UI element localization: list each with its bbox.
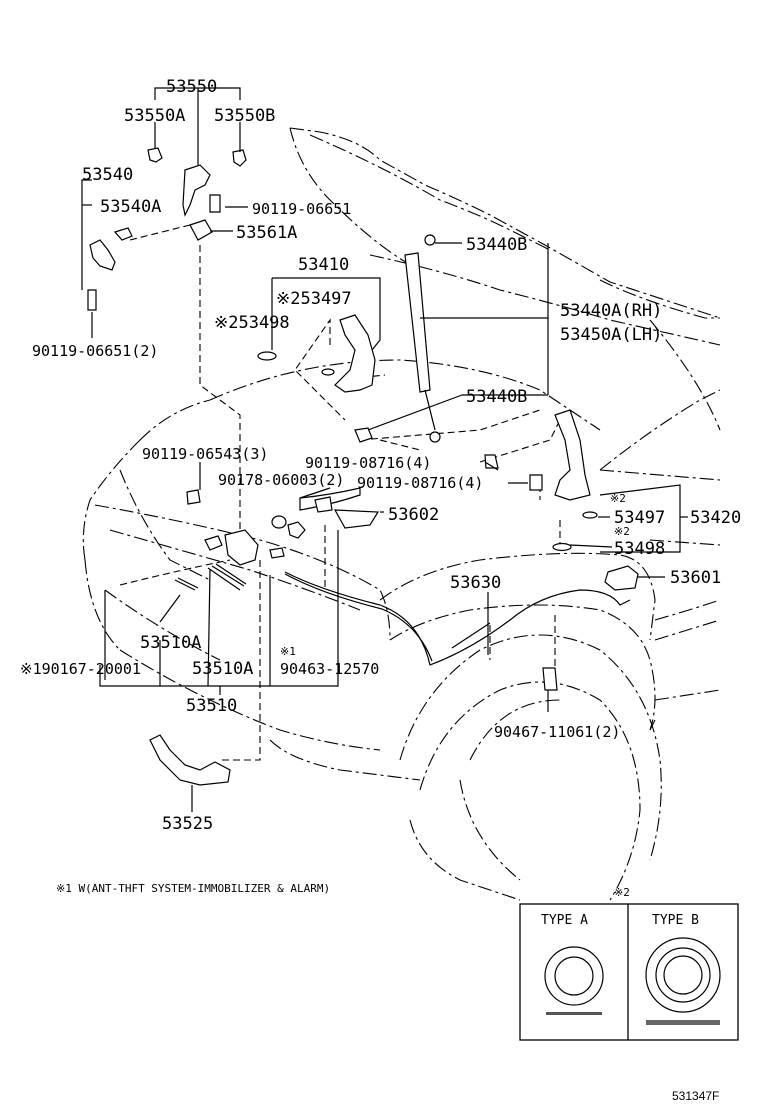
label-53498-a: ※253498 — [214, 313, 290, 333]
hood-lock-bracket — [182, 164, 211, 217]
washer-type-a-icon — [544, 946, 604, 1015]
figure-code: 531347F — [672, 1089, 719, 1103]
label-90119-06651-2: 90119-06651(2) — [32, 342, 158, 360]
gas-strut — [404, 252, 431, 393]
label-90463-12570: 90463-12570 — [280, 660, 379, 678]
label-53450a: 53450A(LH) — [560, 325, 662, 345]
type-legend: ※2 TYPE A TYPE B — [519, 886, 739, 1041]
release-cable — [284, 571, 631, 666]
label-53497-b-mark: ※2 — [610, 492, 626, 505]
hood-hinge — [334, 314, 376, 393]
hood-latch — [224, 529, 259, 566]
label-90467-11061: 90467-11061(2) — [494, 723, 620, 741]
label-90178-06003: 90178-06003(2) — [218, 471, 344, 489]
lock-support — [149, 734, 231, 786]
label-53497-a: ※253497 — [276, 289, 352, 309]
legend-box — [519, 903, 739, 1041]
label-90119-08716-a: 90119-08716(4) — [305, 454, 431, 472]
label-53498-b: 53498 — [614, 539, 665, 559]
label-53550b: 53550B — [214, 106, 275, 126]
label-90119-06543: 90119-06543(3) — [142, 445, 268, 463]
spring — [207, 563, 247, 591]
label-90463-mark: ※1 — [280, 645, 296, 658]
label-53440b-bottom: 53440B — [466, 387, 527, 407]
label-53510a-2: 53510A — [192, 659, 253, 679]
label-53420: 53420 — [690, 508, 741, 528]
bolt-icon — [209, 194, 221, 213]
legend-mark: ※2 — [614, 886, 630, 899]
part-shapes — [87, 147, 639, 786]
vehicle-outline — [82, 127, 721, 901]
label-53630: 53630 — [450, 573, 501, 593]
label-90119-06651: 90119-06651 — [252, 200, 351, 218]
label-53440a: 53440A(RH) — [560, 301, 662, 321]
legend-type-b: TYPE B — [652, 913, 699, 928]
reference-lines — [119, 224, 561, 761]
label-53540a: 53540A — [100, 197, 161, 217]
label-53550a: 53550A — [124, 106, 185, 126]
release-lever — [604, 565, 639, 591]
label-53540: 53540 — [82, 165, 133, 185]
label-53497-b: 53497 — [614, 508, 665, 528]
label-53498-b-mark: ※2 — [614, 525, 630, 538]
hood-stay — [89, 239, 116, 271]
leader-lines — [81, 87, 688, 812]
label-53410: 53410 — [298, 255, 349, 275]
label-53510a-1: 53510A — [140, 633, 201, 653]
label-53525: 53525 — [162, 814, 213, 834]
label-53561a: 53561A — [236, 223, 297, 243]
label-90167-20001: ※190167-20001 — [20, 660, 141, 678]
label-53550: 53550 — [166, 77, 217, 97]
label-53440b-top: 53440B — [466, 235, 527, 255]
label-53510: 53510 — [186, 696, 237, 716]
legend-type-a: TYPE A — [541, 913, 588, 928]
washer-type-b-icon — [645, 937, 721, 1025]
label-90119-08716-b: 90119-08716(4) — [357, 474, 483, 492]
label-53602: 53602 — [388, 505, 439, 525]
footnote: ※1 W(ANT-THFT SYSTEM-IMMOBILIZER & ALARM… — [56, 882, 330, 895]
part-labels: 53550 53550A 53550B 53540 53540A 90119-0… — [20, 77, 741, 834]
label-53601: 53601 — [670, 568, 721, 588]
